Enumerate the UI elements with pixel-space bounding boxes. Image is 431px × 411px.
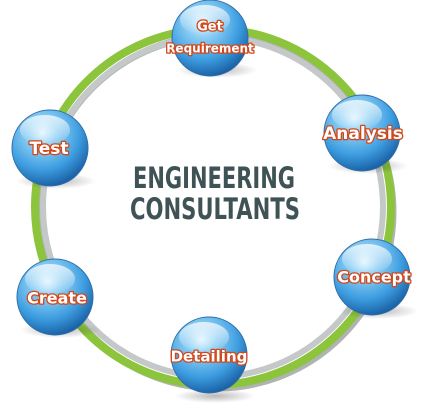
gloss-highlight [20, 115, 70, 145]
node-label: Analysis [323, 124, 403, 144]
node-create[interactable]: Create [16, 258, 100, 338]
node-shadow [175, 389, 255, 403]
node-concept[interactable]: Concept [333, 238, 418, 319]
node-label: Concept [337, 268, 411, 287]
gloss-highlight [332, 100, 382, 130]
title-line-2: CONSULTANTS [130, 192, 300, 226]
gloss-highlight [179, 322, 229, 352]
gloss-highlight [342, 244, 392, 274]
node-label: Test [29, 139, 68, 159]
node-label-line-1: Get [197, 20, 223, 35]
node-label: Create [27, 289, 87, 308]
gloss-highlight [180, 5, 230, 35]
title-line-1: ENGINEERING [133, 161, 295, 195]
node-detailing[interactable]: Detailing [169, 316, 255, 403]
node-label: Detailing [171, 348, 248, 366]
node-get-requirement[interactable]: Get Requirement [165, 0, 257, 78]
node-analysis[interactable]: Analysis [322, 94, 408, 174]
center-title: ENGINEERING CONSULTANTS [130, 161, 300, 226]
cycle-nodes: Get Requirement Analysis Concept Detaili… [11, 0, 418, 403]
node-label-line-2: Requirement [166, 42, 254, 56]
node-test[interactable]: Test [11, 109, 96, 189]
gloss-highlight [25, 264, 75, 294]
